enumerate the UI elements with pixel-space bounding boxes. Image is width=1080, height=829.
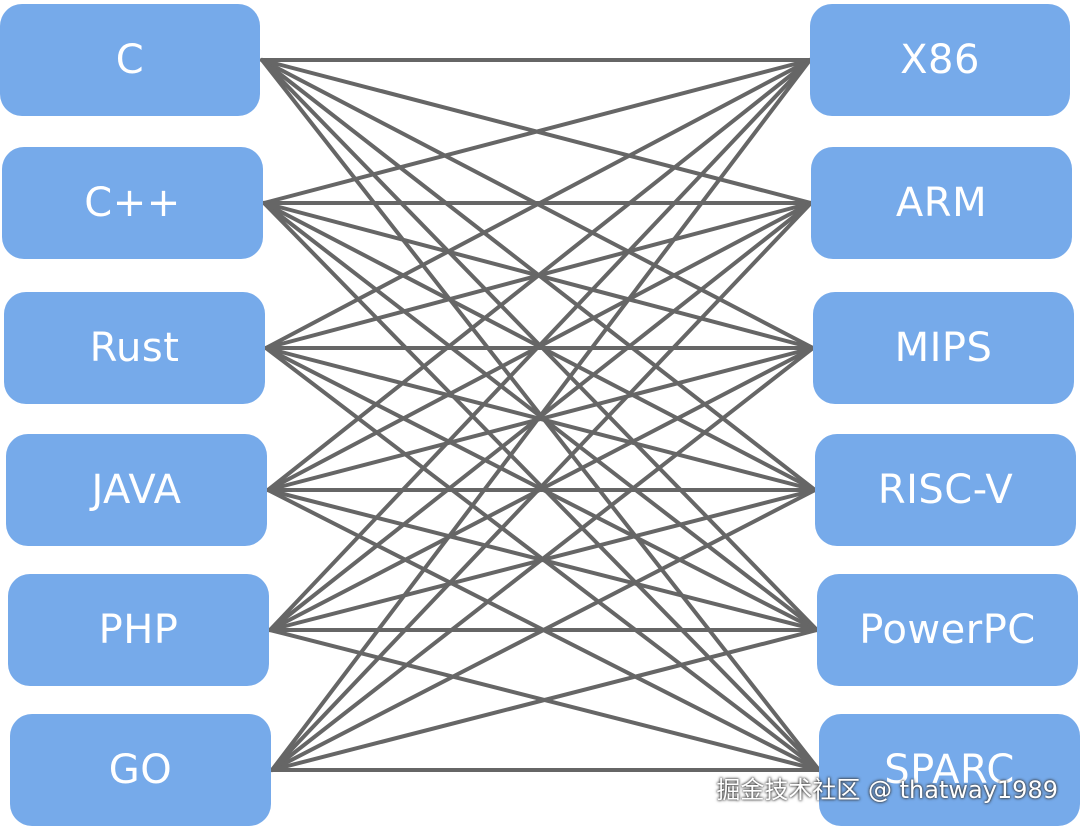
language-node-go: GO xyxy=(10,714,271,826)
language-node-php: PHP xyxy=(8,574,269,686)
edge-5-1 xyxy=(270,201,813,772)
language-label: PHP xyxy=(98,607,179,653)
edge-3-0 xyxy=(266,58,812,492)
arch-label: SPARC xyxy=(884,747,1015,793)
language-label: C xyxy=(115,37,145,83)
edge-5-4 xyxy=(270,628,819,772)
language-node-cpp: C++ xyxy=(2,147,263,259)
edge-5-3 xyxy=(270,488,817,772)
edge-2-0 xyxy=(264,58,812,350)
arch-label: X86 xyxy=(900,37,980,83)
arch-label: PowerPC xyxy=(859,607,1036,653)
edge-1-0 xyxy=(262,58,812,205)
language-label: GO xyxy=(108,747,173,793)
edge-4-0 xyxy=(268,58,812,632)
watermark: 掘金技术社区 @ thatway1989 xyxy=(716,770,1058,805)
edges xyxy=(260,58,821,772)
language-node-rust: Rust xyxy=(4,292,265,404)
watermark-text: 掘金技术社区 @ thatway1989 xyxy=(716,776,1058,804)
arch-label: RISC-V xyxy=(877,467,1014,513)
language-node-c: C xyxy=(0,4,260,116)
arch-node-mips: MIPS xyxy=(813,292,1074,404)
language-label: JAVA xyxy=(91,467,182,513)
edge-5-2 xyxy=(270,346,815,772)
arch-node-sparc: SPARC xyxy=(819,714,1080,826)
language-label: C++ xyxy=(84,180,181,226)
edge-5-0 xyxy=(270,58,812,772)
arch-label: MIPS xyxy=(894,325,993,371)
arch-node-risc-v: RISC-V xyxy=(815,434,1076,546)
language-label: Rust xyxy=(89,325,180,371)
arch-node-x86: X86 xyxy=(810,4,1070,116)
arch-node-arm: ARM xyxy=(811,147,1072,259)
arch-node-powerpc: PowerPC xyxy=(817,574,1078,686)
arch-label: ARM xyxy=(895,180,988,226)
language-node-java: JAVA xyxy=(6,434,267,546)
